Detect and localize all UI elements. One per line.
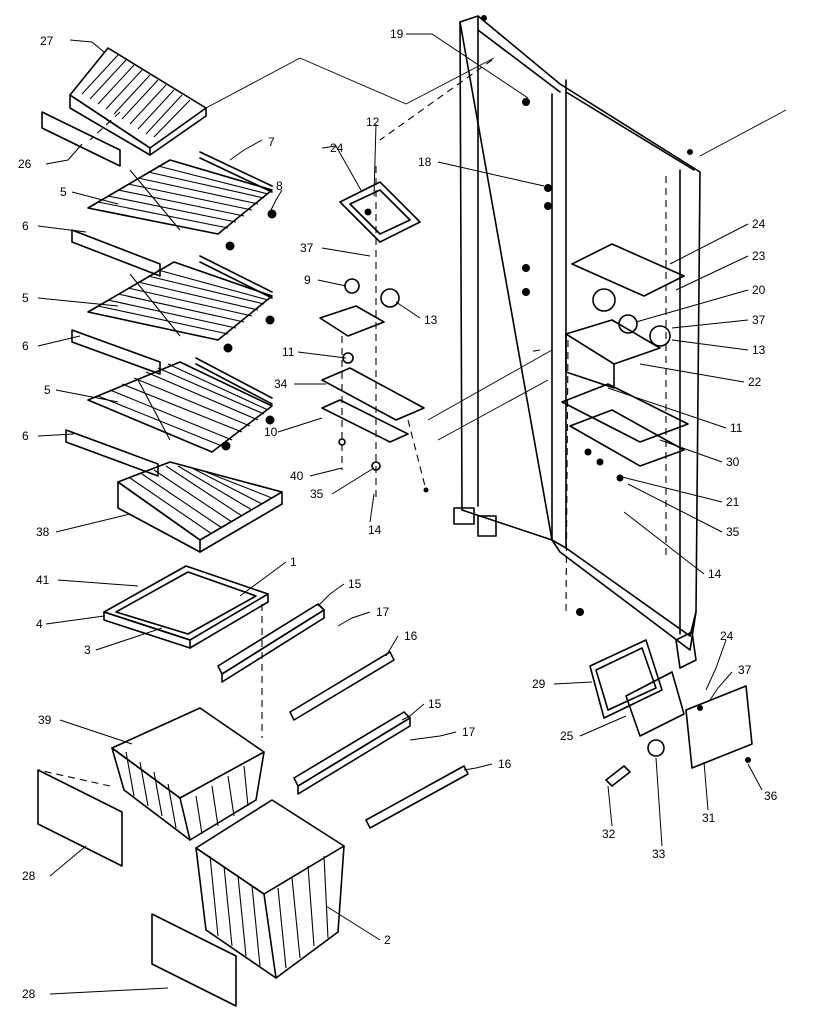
- callout: 32: [602, 827, 616, 841]
- callout: 36: [764, 789, 778, 803]
- callout: 9: [304, 273, 311, 287]
- callout: 5: [44, 383, 51, 397]
- callout: 31: [702, 811, 716, 825]
- cover-31: [685, 685, 753, 769]
- socket-33: [647, 739, 665, 757]
- callout: 15: [348, 577, 362, 591]
- callout: 23: [752, 249, 766, 263]
- callout: 21: [726, 495, 740, 509]
- light-assembly-upper: [319, 166, 427, 500]
- callout: 34: [274, 377, 288, 391]
- callout: 16: [404, 629, 418, 643]
- callout: 6: [22, 339, 29, 353]
- glass-shelf-1: [103, 565, 269, 649]
- callout: 7: [268, 135, 275, 149]
- wire-basket-39: [111, 707, 265, 841]
- callout: 6: [22, 219, 29, 233]
- bracket-25: [625, 671, 685, 737]
- callout: 5: [22, 291, 29, 305]
- callout: 38: [36, 525, 50, 539]
- callout: 17: [376, 605, 390, 619]
- callout: 26: [18, 157, 32, 171]
- callout: 14: [708, 567, 722, 581]
- callout: 24: [330, 141, 344, 155]
- callout: 11: [282, 345, 295, 359]
- callout: 3: [84, 643, 91, 657]
- trim-6-bottom: [65, 429, 159, 477]
- wire-shelf-5-middle: [87, 255, 275, 353]
- callout: 4: [36, 617, 43, 631]
- drawer-front-28-upper: [37, 769, 123, 867]
- callout: 16: [498, 757, 512, 771]
- callout: 27: [40, 34, 54, 48]
- callout: 35: [726, 525, 740, 539]
- callout: 15: [428, 697, 442, 711]
- slide-rail-16-lower: [365, 765, 469, 829]
- callout: 28: [22, 987, 36, 1001]
- wire-basket-2: [195, 799, 345, 979]
- callout: 37: [752, 313, 766, 327]
- wire-basket-38: [117, 461, 283, 553]
- leader-lines: [37, 33, 763, 995]
- callout: 14: [368, 523, 382, 537]
- callout: 25: [560, 729, 574, 743]
- callout: 2: [384, 933, 391, 947]
- callout: 6: [22, 429, 29, 443]
- callout: 1: [290, 555, 297, 569]
- callout: 5: [60, 185, 67, 199]
- wire-shelf-5-bottom: [87, 357, 275, 453]
- electrical-parts: [589, 631, 753, 787]
- light-assembly-right: [561, 243, 689, 482]
- callout: 37: [738, 663, 752, 677]
- callout: 40: [290, 469, 304, 483]
- callout: 24: [752, 217, 766, 231]
- shelf-27: [69, 47, 207, 156]
- trim-strip-26: [41, 111, 121, 167]
- callout: 33: [652, 847, 666, 861]
- callout: 18: [418, 155, 432, 169]
- callout: 12: [366, 115, 380, 129]
- callout: 41: [36, 573, 50, 587]
- callout: 39: [38, 713, 52, 727]
- callout: 28: [22, 869, 36, 883]
- drawer-front-28-lower: [151, 913, 237, 1007]
- trim-6-middle: [71, 329, 161, 375]
- callout: 24: [720, 629, 734, 643]
- callout: 11: [730, 421, 743, 435]
- callout: 13: [752, 343, 766, 357]
- callout: 22: [748, 375, 762, 389]
- callout: 35: [310, 487, 324, 501]
- trim-6-top: [71, 229, 161, 277]
- callout-labels: 27 26 7 5 8 6 5 6 5 6 38 41 4 3 1 15 17 …: [18, 27, 778, 1001]
- switch-32: [605, 765, 631, 787]
- slide-rail-15-upper: [217, 603, 325, 683]
- callout: 19: [390, 27, 404, 41]
- callout: 17: [462, 725, 476, 739]
- callout: 29: [532, 677, 546, 691]
- callout: 10: [264, 425, 278, 439]
- wire-shelf-5-top: [87, 151, 277, 251]
- callout: 8: [276, 179, 283, 193]
- slide-rail-15-lower: [293, 711, 411, 795]
- callout: 30: [726, 455, 740, 469]
- slide-rail-16-upper: [289, 651, 395, 721]
- callout: 20: [752, 283, 766, 297]
- callout: 13: [424, 313, 438, 327]
- gasket-29: [589, 639, 663, 719]
- shelf-parts: [37, 47, 469, 1007]
- callout: 37: [300, 241, 314, 255]
